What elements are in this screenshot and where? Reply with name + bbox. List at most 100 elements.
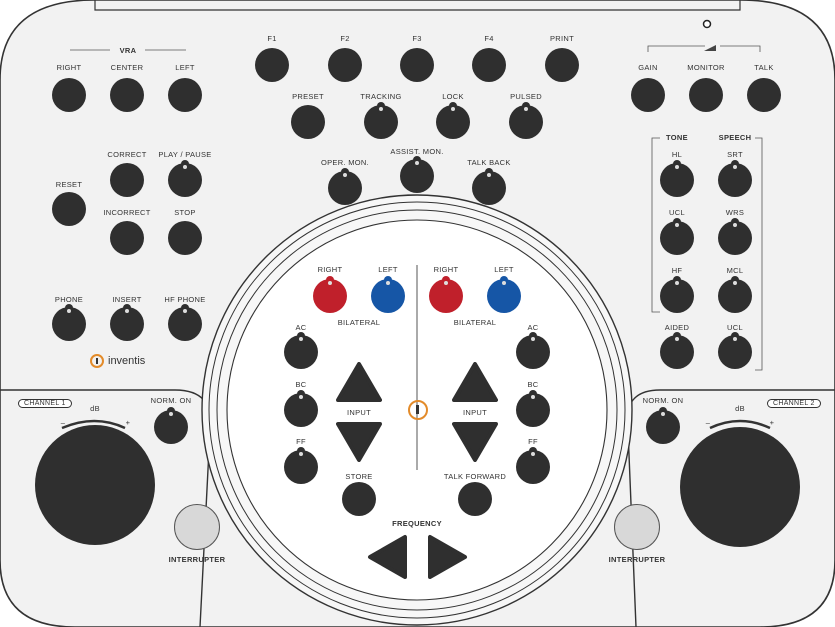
- phone-button[interactable]: [52, 304, 86, 341]
- lock-label: LOCK: [442, 92, 464, 101]
- stop-button[interactable]: [168, 221, 202, 255]
- hf-label: HF: [671, 266, 683, 275]
- reset-button[interactable]: [52, 192, 86, 226]
- bilateral-2-label: BILATERAL: [453, 318, 497, 327]
- gain-label: GAIN: [638, 63, 658, 72]
- mcl-button[interactable]: [718, 276, 752, 313]
- talk-forward-label: TALK FORWARD: [443, 472, 507, 481]
- channel-2-minus-label: –: [705, 418, 711, 427]
- vra-center-button[interactable]: [110, 78, 144, 112]
- pulsed-label: PULSED: [510, 92, 542, 101]
- aided-button[interactable]: [660, 332, 694, 369]
- f1-button[interactable]: [255, 48, 289, 82]
- monitor-button[interactable]: [689, 78, 723, 112]
- input-1-down-button[interactable]: [336, 422, 382, 462]
- talk-back-button[interactable]: [472, 168, 506, 205]
- hl-button[interactable]: [660, 160, 694, 197]
- bc-2-label: BC: [527, 380, 539, 389]
- input-2-down-button[interactable]: [452, 422, 498, 462]
- preset-label: PRESET: [292, 92, 324, 101]
- input-1-up-button[interactable]: [336, 362, 382, 402]
- brand-mark-icon: [90, 354, 104, 368]
- vra-right-button[interactable]: [52, 78, 86, 112]
- play-pause-button[interactable]: [168, 160, 202, 197]
- reset-label: RESET: [55, 180, 83, 189]
- input-2-up-button[interactable]: [452, 362, 498, 402]
- channel-1-badge: CHANNEL 1: [18, 399, 72, 408]
- frequency-down-button[interactable]: [367, 534, 409, 580]
- pulsed-button[interactable]: [509, 102, 543, 139]
- talk-button[interactable]: [747, 78, 781, 112]
- incorrect-button[interactable]: [110, 221, 144, 255]
- channel-1-norm-on-button[interactable]: [154, 407, 188, 444]
- f4-button[interactable]: [472, 48, 506, 82]
- ch2-left-label: LEFT: [494, 265, 514, 274]
- tracking-button[interactable]: [364, 102, 398, 139]
- print-button[interactable]: [545, 48, 579, 82]
- hf-phone-button[interactable]: [168, 304, 202, 341]
- ucl-speech-button[interactable]: [718, 332, 752, 369]
- channel-2-norm-on-button[interactable]: [646, 407, 680, 444]
- srt-button[interactable]: [718, 160, 752, 197]
- channel-2-interrupter-button[interactable]: [614, 504, 660, 550]
- insert-button[interactable]: [110, 304, 144, 341]
- brand-logo: inventis: [90, 354, 145, 368]
- gain-button[interactable]: [631, 78, 665, 112]
- preset-button[interactable]: [291, 105, 325, 139]
- ff-1-button[interactable]: [284, 447, 318, 484]
- speech-title: SPEECH: [718, 133, 752, 142]
- assist-mon-button[interactable]: [400, 156, 434, 193]
- ac-2-button[interactable]: [516, 332, 550, 369]
- f2-button[interactable]: [328, 48, 362, 82]
- ff-2-button[interactable]: [516, 447, 550, 484]
- ch1-left-button[interactable]: [371, 276, 405, 313]
- f3-button[interactable]: [400, 48, 434, 82]
- bc-1-button[interactable]: [284, 390, 318, 427]
- incorrect-label: INCORRECT: [103, 208, 151, 217]
- ucl-tone-button[interactable]: [660, 218, 694, 255]
- lock-button[interactable]: [436, 102, 470, 139]
- correct-label: CORRECT: [107, 150, 147, 159]
- bc-2-button[interactable]: [516, 390, 550, 427]
- print-label: PRINT: [550, 34, 574, 43]
- ac-1-button[interactable]: [284, 332, 318, 369]
- frequency-up-button[interactable]: [426, 534, 468, 580]
- f1-label: F1: [267, 34, 277, 43]
- channel-2-plus-label: +: [769, 418, 775, 427]
- vra-center-label: CENTER: [110, 63, 144, 72]
- channel-1-level-dial[interactable]: [35, 425, 155, 545]
- store-button[interactable]: [342, 482, 376, 516]
- channel-1-interrupter-button[interactable]: [174, 504, 220, 550]
- aided-label: AIDED: [664, 323, 690, 332]
- tone-title: TONE: [666, 133, 688, 142]
- vra-left-button[interactable]: [168, 78, 202, 112]
- mcl-label: MCL: [726, 266, 744, 275]
- talk-back-label: TALK BACK: [467, 158, 511, 167]
- tracking-label: TRACKING: [360, 92, 402, 101]
- channel-1-norm-on-label: NORM. ON: [150, 396, 192, 405]
- hf-phone-label: HF PHONE: [164, 295, 206, 304]
- talk-forward-button[interactable]: [458, 482, 492, 516]
- channel-1-interrupter-label: INTERRUPTER: [168, 555, 226, 564]
- ac-1-label: AC: [295, 323, 307, 332]
- ch2-right-button[interactable]: [429, 276, 463, 313]
- oper-mon-button[interactable]: [328, 168, 362, 205]
- ff-2-label: FF: [528, 437, 538, 446]
- channel-2-level-dial[interactable]: [680, 427, 800, 547]
- srt-label: SRT: [727, 150, 743, 159]
- vra-title: VRA: [119, 46, 137, 55]
- ch2-left-button[interactable]: [487, 276, 521, 313]
- ucl-speech-label: UCL: [727, 323, 743, 332]
- ch1-left-label: LEFT: [378, 265, 398, 274]
- ucl-tone-label: UCL: [669, 208, 685, 217]
- insert-label: INSERT: [112, 295, 142, 304]
- correct-button[interactable]: [110, 163, 144, 197]
- frequency-label: FREQUENCY: [392, 519, 442, 528]
- hl-label: HL: [671, 150, 683, 159]
- phone-label: PHONE: [54, 295, 84, 304]
- wrs-button[interactable]: [718, 218, 752, 255]
- channel-2-interrupter-label: INTERRUPTER: [608, 555, 666, 564]
- hf-button[interactable]: [660, 276, 694, 313]
- ch1-right-button[interactable]: [313, 276, 347, 313]
- channel-2-badge: CHANNEL 2: [767, 399, 821, 408]
